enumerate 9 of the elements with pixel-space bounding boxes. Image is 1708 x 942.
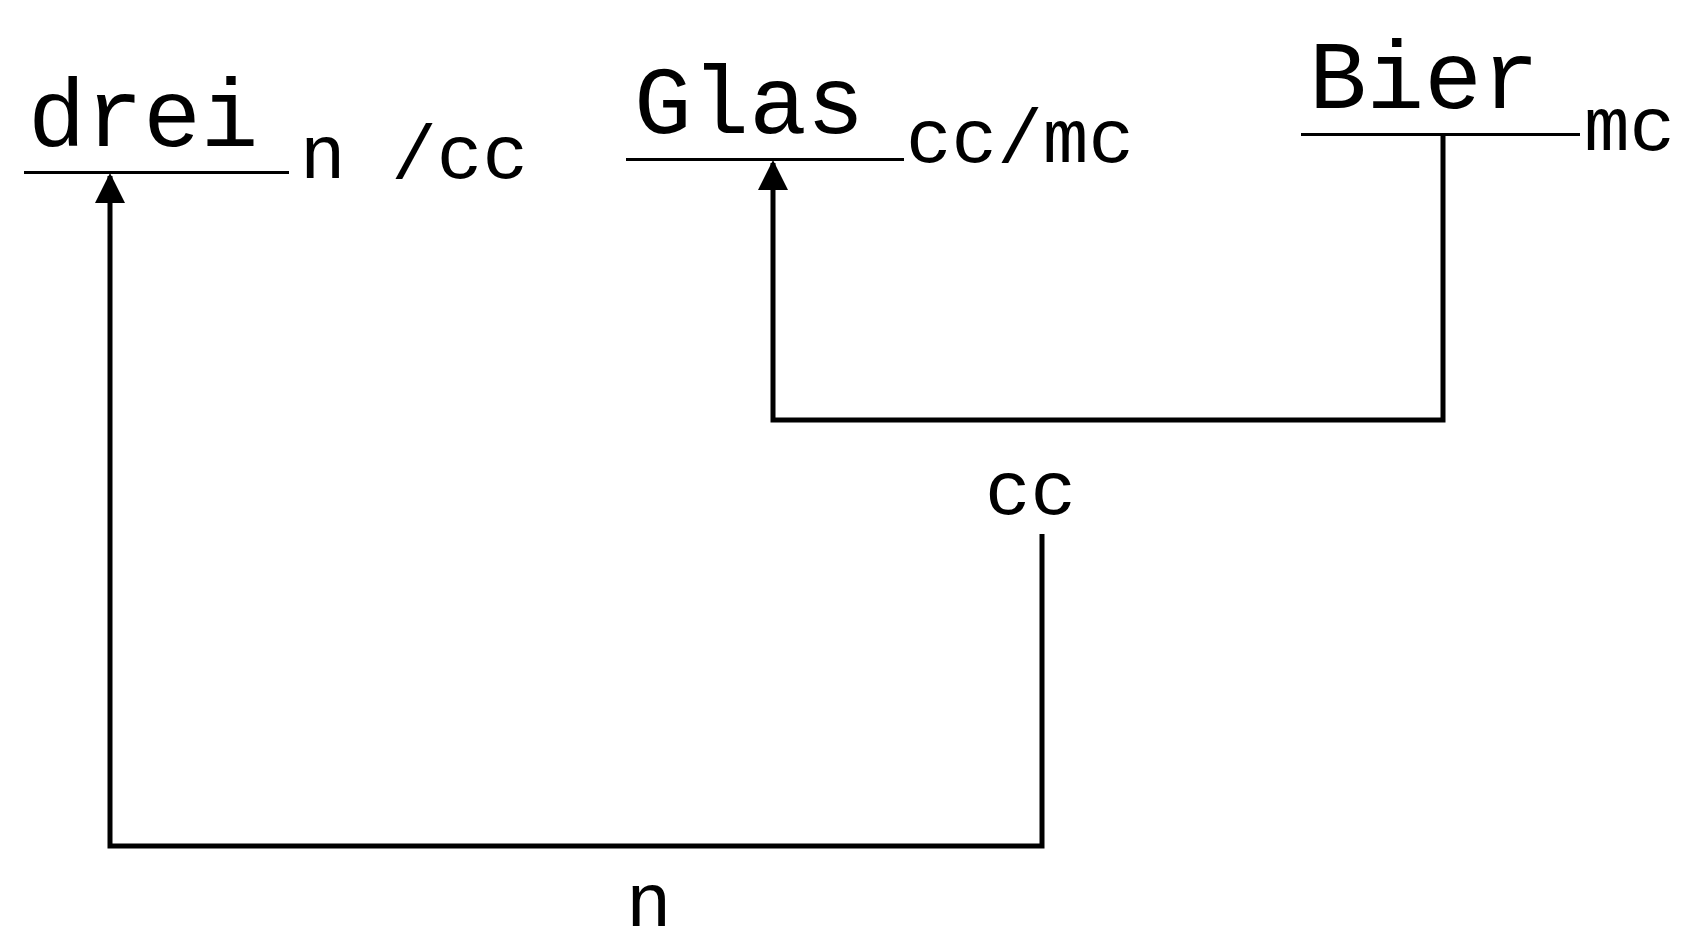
arrow <box>758 136 1446 423</box>
word: drei <box>28 73 260 169</box>
category-label: cc/mc <box>906 104 1135 180</box>
arrow <box>95 173 1045 849</box>
word: Glas <box>634 60 866 156</box>
category-label: cc <box>985 456 1078 532</box>
category-label: mc <box>1584 92 1676 168</box>
category-label: n /cc <box>300 120 529 196</box>
word: Bier <box>1309 35 1541 131</box>
